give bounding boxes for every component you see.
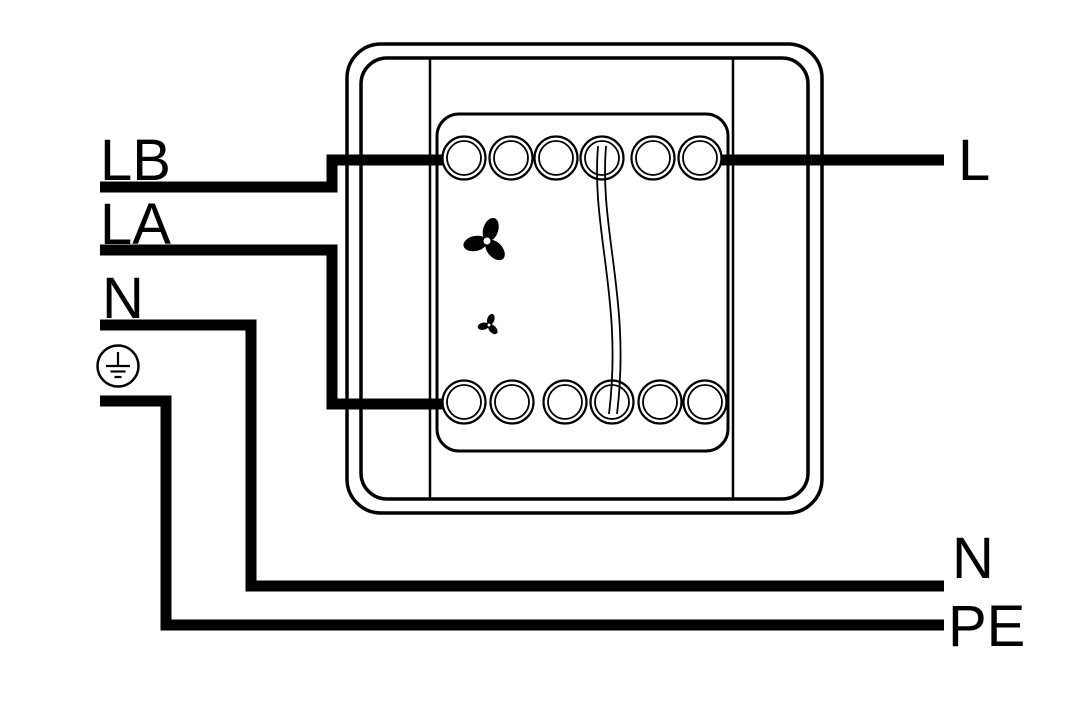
terminal bbox=[488, 135, 534, 181]
terminal bbox=[637, 379, 683, 425]
fan-small-icon bbox=[477, 313, 498, 335]
terminal-row-top bbox=[441, 135, 723, 181]
terminal bbox=[630, 135, 676, 181]
label-la: LA bbox=[100, 192, 171, 257]
jumper-wire bbox=[596, 145, 622, 415]
device-inner-frame bbox=[359, 56, 810, 501]
terminal bbox=[441, 379, 487, 425]
terminal-row-bottom bbox=[441, 379, 728, 425]
terminal bbox=[589, 379, 635, 425]
wire-pe bbox=[100, 395, 944, 631]
terminal bbox=[489, 379, 535, 425]
terminal bbox=[441, 135, 487, 181]
label-pe-right: PE bbox=[948, 594, 1025, 659]
terminal-block bbox=[435, 112, 730, 453]
terminal bbox=[533, 135, 579, 181]
fan-large-icon bbox=[463, 217, 505, 261]
terminal bbox=[579, 135, 625, 181]
wire-la bbox=[100, 244, 450, 410]
label-n-right: N bbox=[952, 526, 994, 591]
terminal bbox=[682, 379, 728, 425]
label-lb: LB bbox=[100, 128, 171, 193]
protective-earth-icon bbox=[96, 344, 140, 388]
label-n-left: N bbox=[102, 266, 144, 331]
wire-n bbox=[100, 319, 944, 592]
wire-lb bbox=[100, 154, 450, 193]
device-outer-frame bbox=[345, 42, 824, 515]
terminal bbox=[542, 379, 588, 425]
terminal bbox=[677, 135, 723, 181]
label-l-right: L bbox=[958, 128, 990, 193]
